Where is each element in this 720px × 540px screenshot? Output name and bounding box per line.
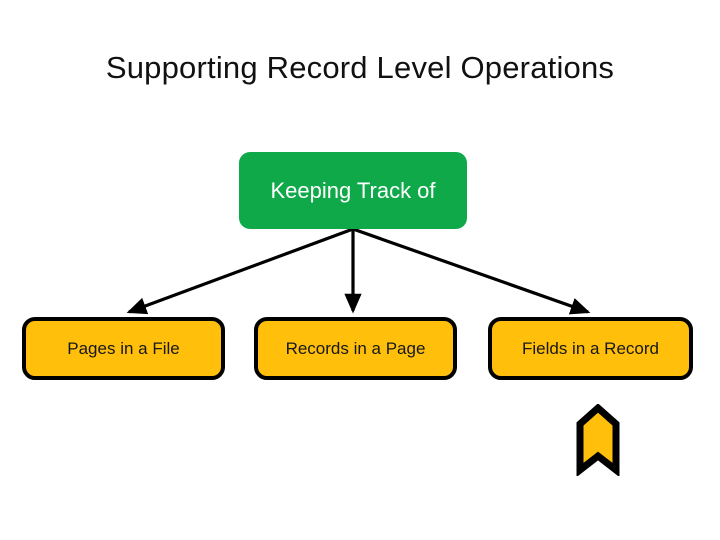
diagram-node-label: Fields in a Record (521, 338, 659, 358)
diagram-node-pages-in-a-file[interactable]: Pages in a File (22, 317, 225, 380)
diagram-node-label: Keeping Track of (270, 177, 436, 203)
diagram-node-fields-in-a-record[interactable]: Fields in a Record (488, 317, 693, 380)
connector-to-fields (352, 227, 591, 315)
diagram-node-label: Pages in a File (67, 338, 180, 358)
diagram-node-keeping-track-of[interactable]: Keeping Track of (239, 152, 467, 229)
diagram-node-records-in-a-page[interactable]: Records in a Page (254, 317, 457, 380)
page-title: Supporting Record Level Operations (105, 50, 615, 85)
diagram-node-label: Records in a Page (285, 338, 426, 358)
bookmark-ribbon-icon (576, 404, 620, 476)
connector-to-pages (126, 227, 354, 315)
